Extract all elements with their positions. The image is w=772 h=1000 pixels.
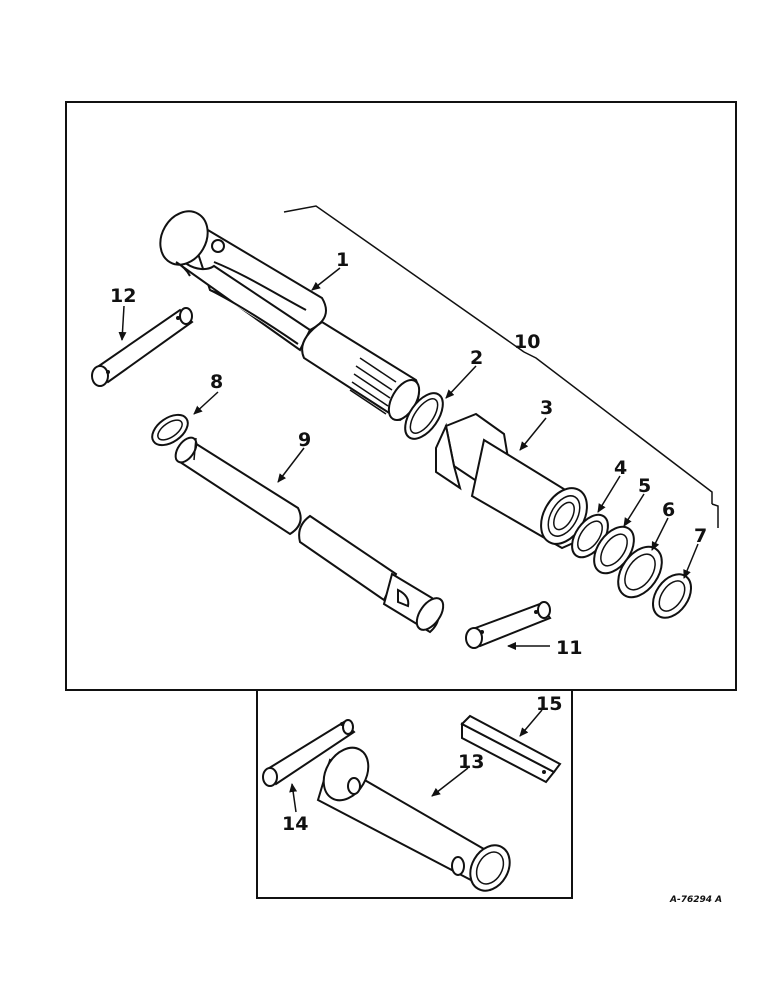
callout-12: 12 (110, 285, 136, 307)
pin-12-part (91, 307, 194, 387)
callout-4: 4 (614, 457, 627, 479)
callout-11: 11 (556, 637, 582, 659)
callout-2: 2 (470, 347, 483, 369)
pin-14-part (262, 719, 356, 787)
figure-id: A-76294 A (669, 895, 722, 905)
o-ring-8-part (151, 413, 189, 447)
assembly-bracket (283, 205, 719, 528)
callout-5: 5 (638, 475, 651, 497)
callout-6: 6 (662, 499, 675, 521)
callout-10: 10 (514, 331, 540, 353)
callout-15: 15 (536, 693, 562, 715)
piston-rod-part (174, 436, 445, 634)
callout-14: 14 (282, 813, 308, 835)
sleeve-13-part (316, 746, 511, 892)
cylinder-barrel-part (159, 210, 421, 422)
main-panel-frame (65, 101, 737, 691)
lower-panel-frame (256, 690, 573, 899)
callout-1: 1 (336, 249, 349, 271)
callout-3: 3 (540, 397, 553, 419)
callout-9: 9 (298, 429, 311, 451)
pin-11-part (465, 601, 552, 649)
callout-13: 13 (458, 751, 484, 773)
o-ring-part (404, 392, 444, 440)
gland-part (435, 412, 588, 550)
callout-7: 7 (694, 525, 707, 547)
leader-lines (118, 267, 699, 813)
angle-strip-15-part (460, 714, 562, 784)
callout-8: 8 (210, 371, 223, 393)
